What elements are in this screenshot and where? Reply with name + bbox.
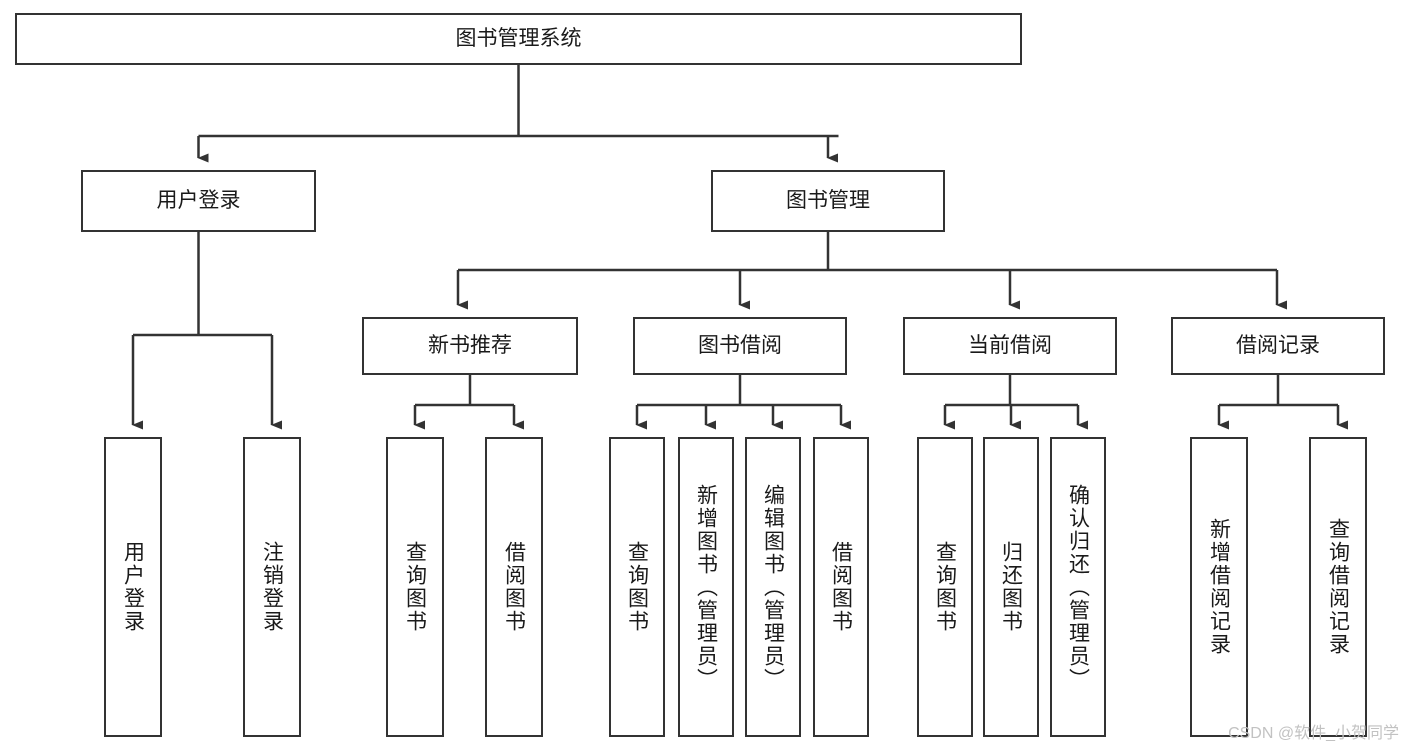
node-book-manage[interactable]: 图书管理 — [711, 170, 945, 232]
node-label: 查询图书 — [403, 541, 427, 633]
node-leaf-query-book-borrow[interactable]: 查询图书 — [609, 437, 665, 737]
edge-currentborrow-to-leaves — [943, 375, 1088, 430]
node-label: 注销登录 — [260, 541, 284, 633]
edge-bookmanage-to-tier3 — [456, 232, 1287, 310]
node-leaf-user-login[interactable]: 用户登录 — [104, 437, 162, 737]
node-leaf-query-book-current[interactable]: 查询图书 — [917, 437, 973, 737]
node-label: 编辑图书（管理员） — [761, 483, 785, 691]
edge-newbookrec-to-leaves — [413, 375, 524, 430]
node-leaf-borrow-book-recommend[interactable]: 借阅图书 — [485, 437, 543, 737]
node-current-borrow[interactable]: 当前借阅 — [903, 317, 1117, 375]
node-leaf-add-book-admin[interactable]: 新增图书（管理员） — [678, 437, 734, 737]
edge-borrowrecord-to-leaves — [1217, 375, 1348, 430]
node-label: 图书管理系统 — [455, 26, 582, 50]
node-book-borrow[interactable]: 图书借阅 — [633, 317, 847, 375]
node-label: 图书管理 — [786, 188, 870, 212]
node-label: 新书推荐 — [428, 333, 512, 357]
edge-root-to-tier2 — [197, 65, 839, 163]
node-user-login[interactable]: 用户登录 — [81, 170, 316, 232]
node-label: 用户登录 — [121, 541, 145, 633]
node-label: 查询借阅记录 — [1326, 518, 1350, 656]
edge-bookborrow-to-leaves — [635, 375, 851, 430]
node-label: 图书借阅 — [698, 333, 782, 357]
node-label: 借阅图书 — [502, 541, 526, 633]
node-label: 借阅图书 — [829, 541, 853, 633]
node-leaf-confirm-return-admin[interactable]: 确认归还（管理员） — [1050, 437, 1106, 737]
node-borrow-record[interactable]: 借阅记录 — [1171, 317, 1385, 375]
node-label: 归还图书 — [999, 541, 1023, 633]
edge-userlogin-to-leaves — [131, 232, 282, 430]
node-leaf-query-borrow-record[interactable]: 查询借阅记录 — [1309, 437, 1367, 737]
node-label: 当前借阅 — [968, 333, 1052, 357]
node-label: 查询图书 — [625, 541, 649, 633]
node-label: 借阅记录 — [1236, 333, 1320, 357]
node-label: 用户登录 — [156, 188, 241, 212]
node-leaf-query-book-recommend[interactable]: 查询图书 — [386, 437, 444, 737]
node-leaf-add-borrow-record[interactable]: 新增借阅记录 — [1190, 437, 1248, 737]
node-leaf-borrow-book[interactable]: 借阅图书 — [813, 437, 869, 737]
node-label: 新增借阅记录 — [1207, 518, 1231, 656]
node-leaf-return-book[interactable]: 归还图书 — [983, 437, 1039, 737]
node-new-book-recommend[interactable]: 新书推荐 — [362, 317, 578, 375]
node-leaf-user-logout[interactable]: 注销登录 — [243, 437, 301, 737]
node-label: 查询图书 — [933, 541, 957, 633]
node-leaf-edit-book-admin[interactable]: 编辑图书（管理员） — [745, 437, 801, 737]
node-label: 新增图书（管理员） — [694, 483, 718, 691]
watermark-text: CSDN @软件_小贺同学 — [1228, 725, 1399, 742]
node-label: 确认归还（管理员） — [1066, 483, 1090, 691]
node-root-system[interactable]: 图书管理系统 — [15, 13, 1022, 65]
